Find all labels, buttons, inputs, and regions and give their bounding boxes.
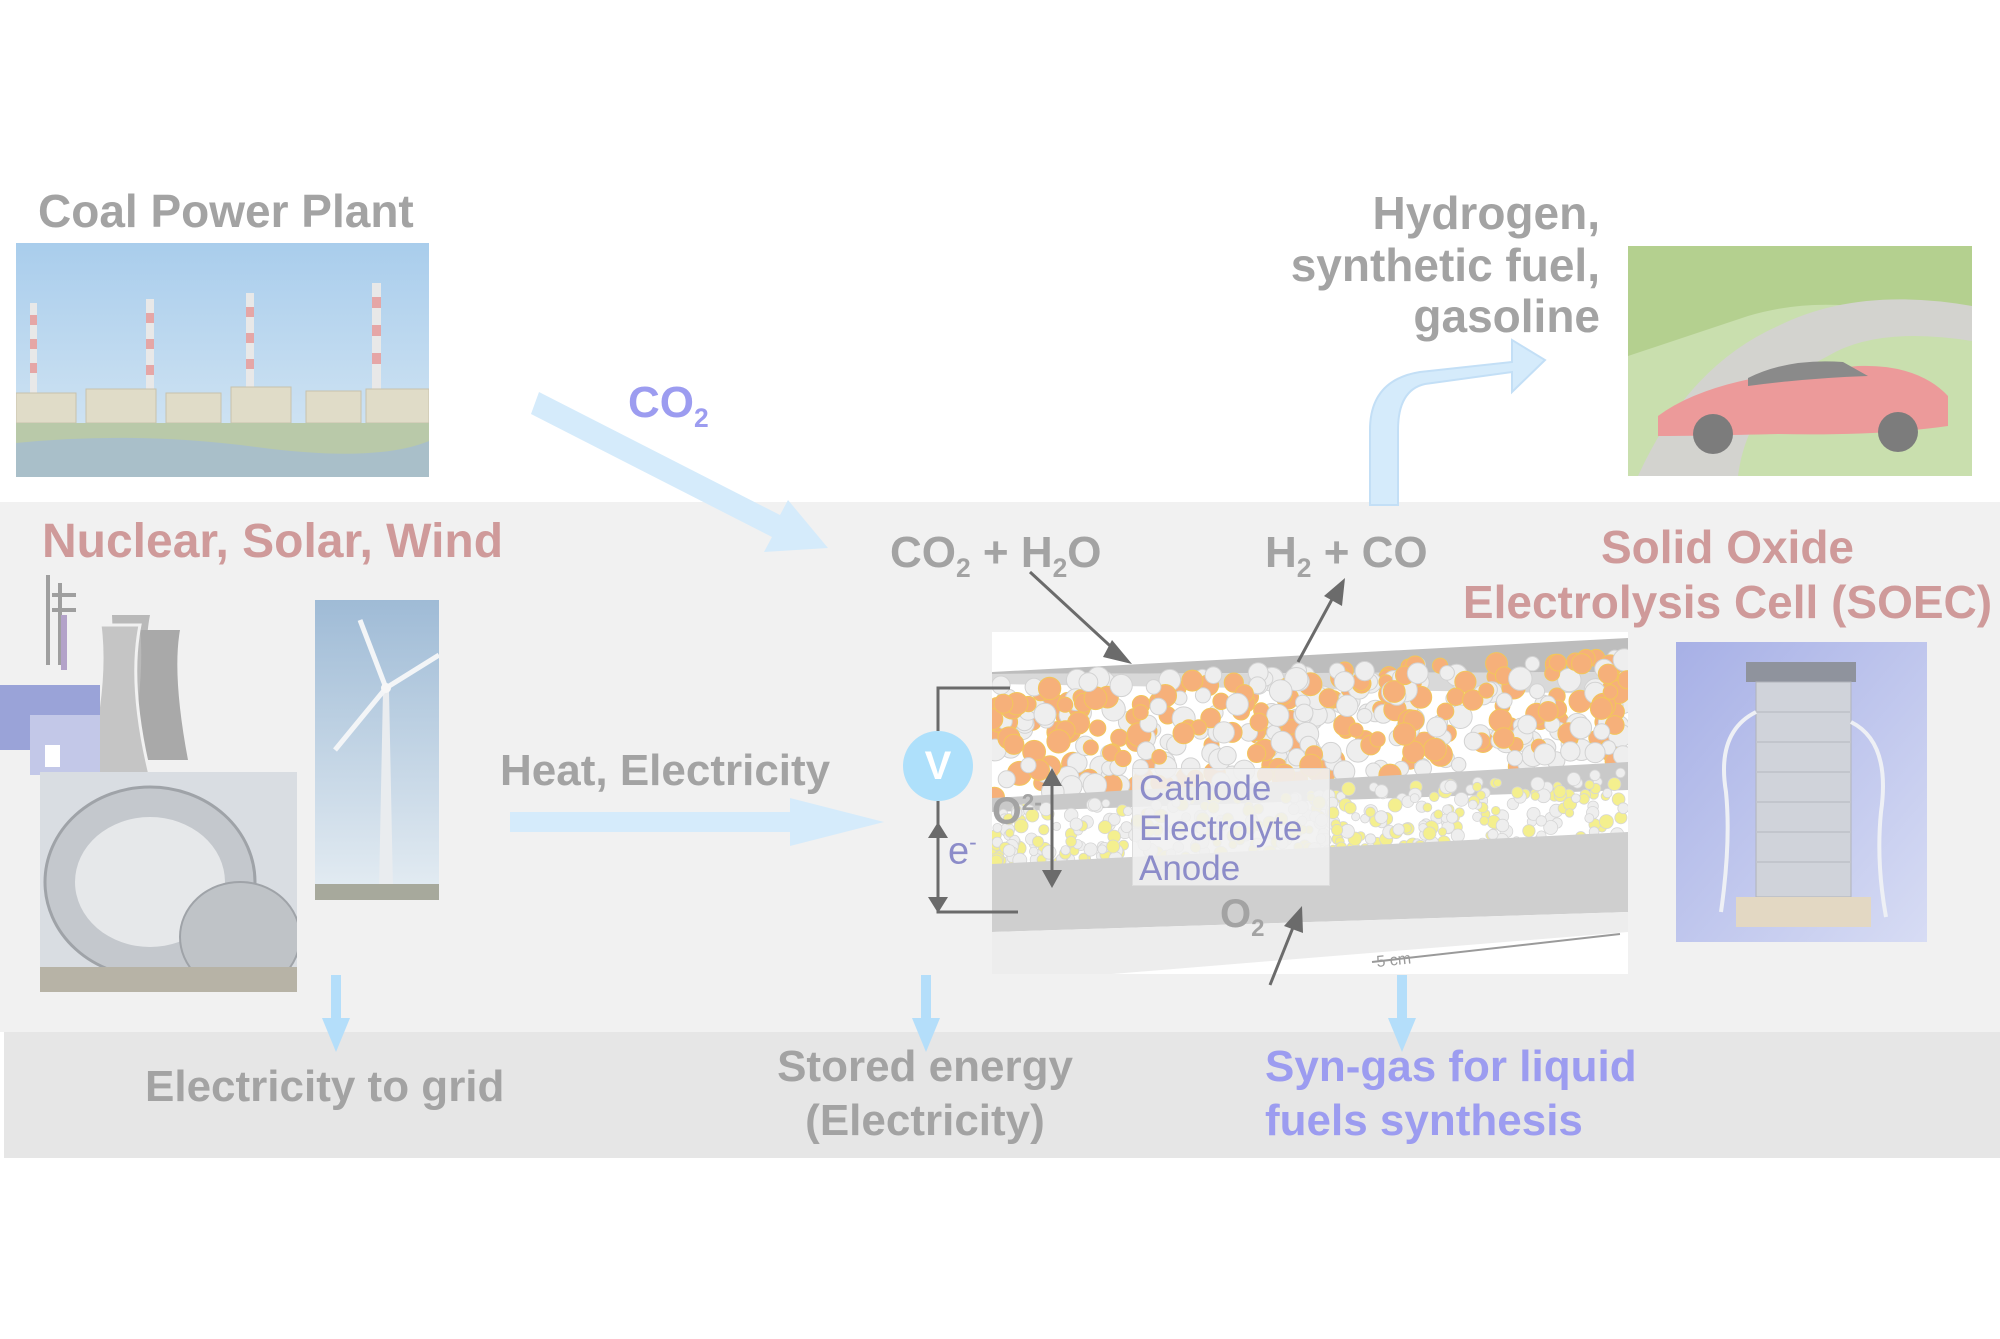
products-label: H2 + CO	[1265, 528, 1428, 583]
cell-layer-labels: Cathode Electrolyte Anode	[1132, 768, 1330, 888]
co2-label: CO2	[628, 378, 709, 433]
car-photo	[1628, 246, 1972, 476]
solar-dish-photo	[40, 772, 297, 992]
voltmeter-icon: V	[903, 731, 973, 801]
coal-plant-label: Coal Power Plant	[38, 185, 414, 237]
reactants-label: CO2 + H2O	[890, 528, 1102, 583]
anode-label: Anode	[1139, 848, 1241, 888]
cell-schematic: 5 cm	[992, 632, 1628, 974]
electrolyte-label: Electrolyte	[1139, 808, 1303, 848]
fuel-outputs-label: Hydrogen, synthetic fuel, gasoline	[1290, 187, 1600, 343]
scale-label: 5 cm	[1376, 950, 1412, 971]
syngas-output-label: Syn-gas for liquid fuels synthesis	[1265, 1042, 1637, 1145]
grid-down-arrow	[331, 975, 341, 1019]
renewables-label: Nuclear, Solar, Wind	[42, 515, 504, 568]
stored-energy-label: Stored energy (Electricity)	[777, 1042, 1073, 1145]
nuclear-plant-icon	[0, 575, 220, 785]
soec-label: Solid Oxide Electrolysis Cell (SOEC)	[1462, 521, 1993, 629]
oxide-ion-label: O2-	[992, 789, 1042, 833]
wind-turbine-photo	[315, 600, 439, 900]
cathode-label: Cathode	[1139, 769, 1272, 808]
heat-electricity-arrow	[510, 798, 884, 846]
fuel-up-arrow	[1369, 338, 1547, 506]
soec-stack-photo	[1676, 642, 1927, 942]
output-band	[4, 1032, 2000, 1158]
grid-output-label: Electricity to grid	[145, 1062, 505, 1111]
coal-plant-photo	[16, 243, 429, 477]
heat-electricity-label: Heat, Electricity	[500, 746, 831, 795]
oxygen-label: O2	[1220, 892, 1265, 942]
electron-label: e-	[948, 829, 977, 873]
syngas-down-arrow	[1397, 975, 1407, 1019]
co2-arrow	[531, 392, 828, 552]
stored-down-arrow	[921, 975, 931, 1019]
